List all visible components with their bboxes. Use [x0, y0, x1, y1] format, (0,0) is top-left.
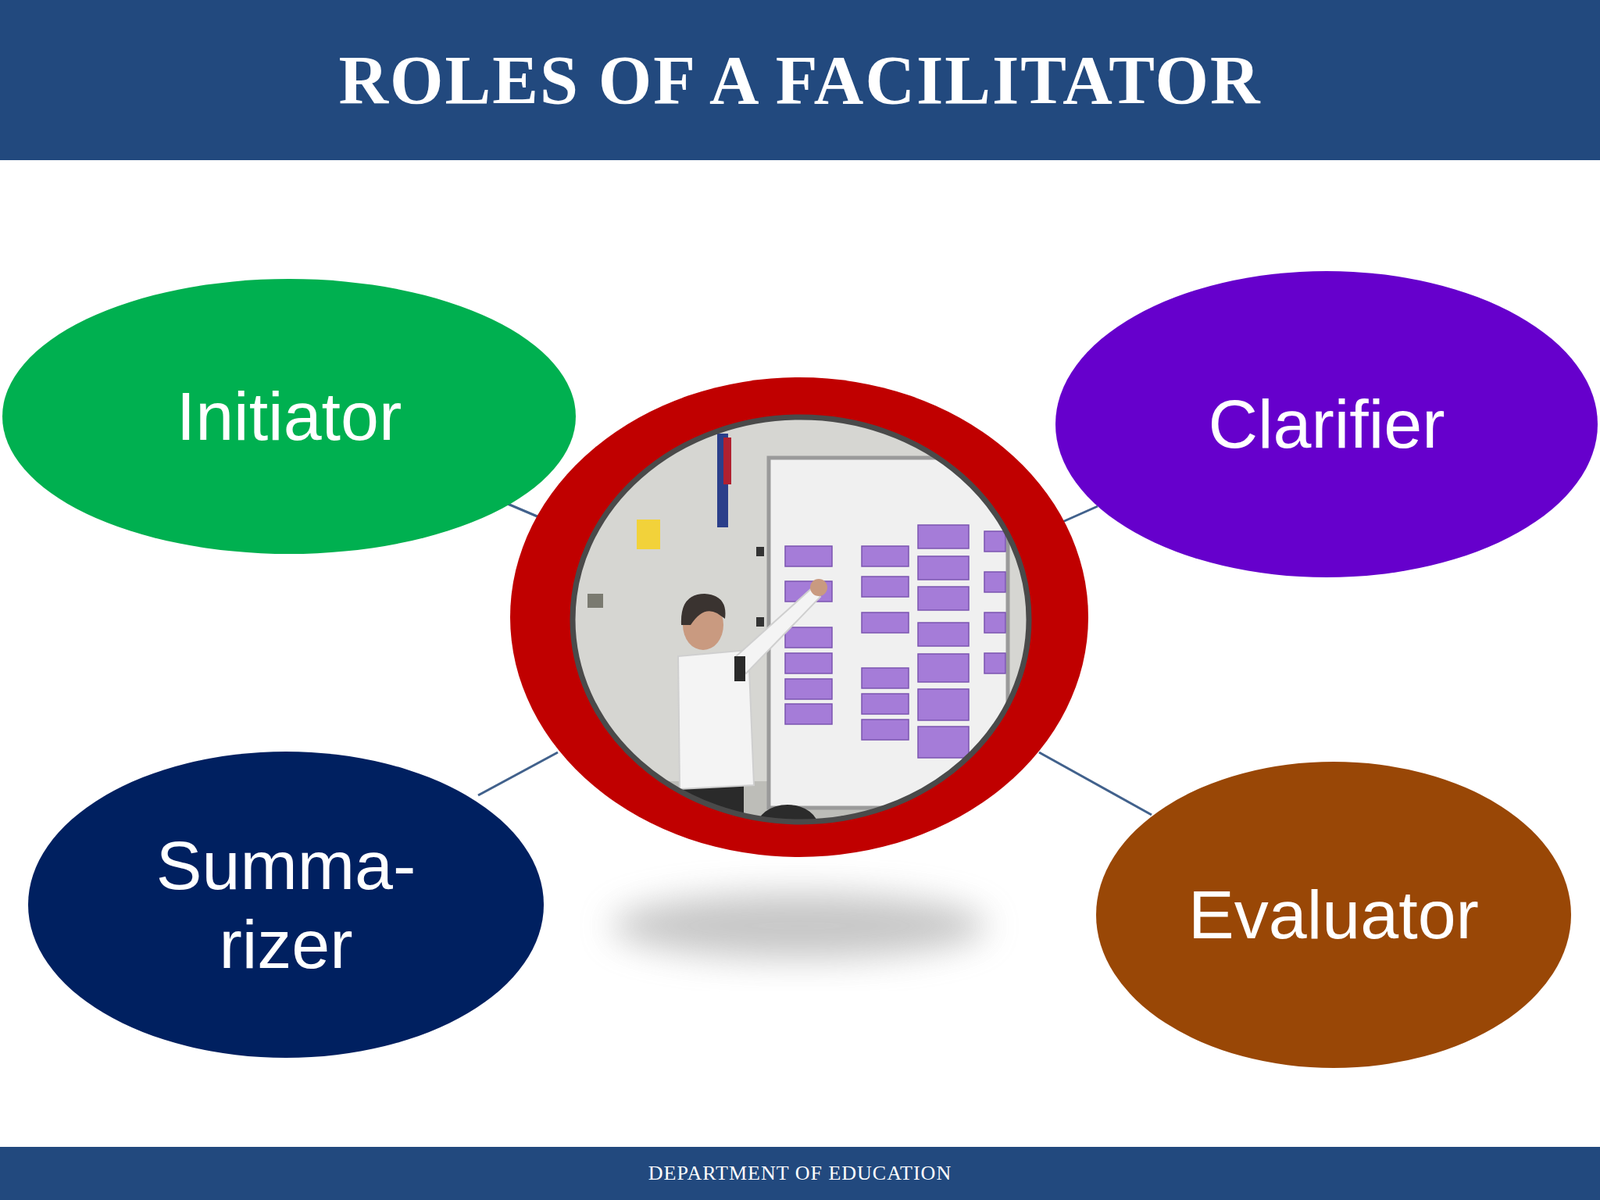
footer-label: DEPARTMENT OF EDUCATION — [648, 1161, 952, 1186]
role-name: Initiator — [176, 376, 403, 456]
photo-border — [572, 417, 1029, 822]
role-name: Clarifier — [1207, 384, 1445, 464]
role-name: Summa- rizer — [156, 825, 417, 984]
photo-frame — [510, 377, 1089, 858]
title-holder: ROLES OF A FACILITATOR — [0, 0, 1600, 161]
role-ellipse: Initiator — [2, 278, 576, 554]
role-ellipse: Clarifier — [1055, 271, 1598, 578]
role-ellipse: Summa- rizer — [28, 751, 544, 1058]
classroom-photo — [562, 406, 1047, 857]
role-ellipse: Evaluator — [1096, 761, 1572, 1068]
slide-title: ROLES OF A FACILITATOR — [339, 40, 1262, 120]
role-name: Evaluator — [1188, 875, 1479, 954]
footer-band — [0, 1146, 1600, 1200]
drop-shadow — [611, 892, 987, 959]
title-band — [0, 0, 1600, 161]
footer-holder: DEPARTMENT OF EDUCATION — [0, 1146, 1600, 1200]
ellipse-outline — [28, 751, 544, 1058]
